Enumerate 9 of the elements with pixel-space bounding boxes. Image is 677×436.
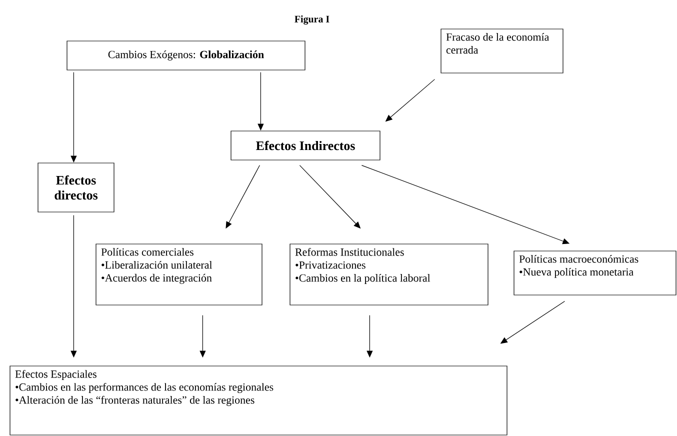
figure-title: Figura I	[294, 15, 330, 25]
process-box: Fracaso de la economía cerrada	[440, 28, 564, 74]
process-box: Efectos Indirectos	[230, 130, 380, 160]
process-box: Efectos directos	[38, 162, 114, 212]
process-box: Reformas Institucionales •Privatizaciones •Cambios en la política laboral	[290, 244, 488, 306]
process-box: Políticas comerciales •Liberalización unilateral •Acuerdos de integración	[96, 244, 262, 306]
process-box: Efectos Espaciales •Cambios en las performances de las economías regionales •Alteración de las “fronteras naturales” de las regiones	[10, 366, 508, 436]
process-box: Políticas macroeconómicas •Nueva política monetaria	[514, 250, 676, 296]
process-box: Cambios Exógenos: Globalización	[66, 40, 306, 70]
